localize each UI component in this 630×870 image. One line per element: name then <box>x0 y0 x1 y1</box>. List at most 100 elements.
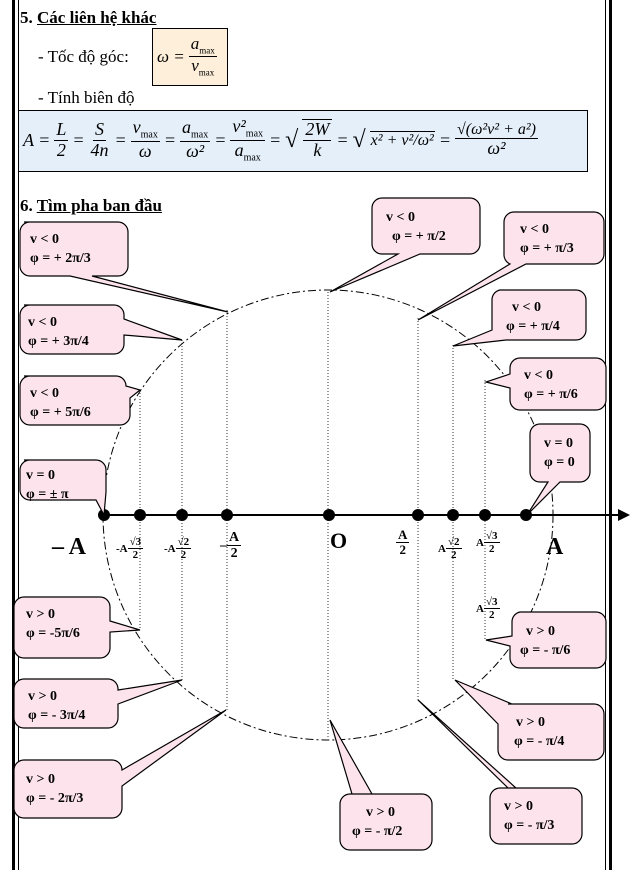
tick-neg-sqrt3-pre: -A <box>116 542 128 555</box>
tick-pos-sqrt2-pre: A <box>438 542 446 555</box>
section6-number: 6. <box>20 196 33 215</box>
amp-f6-num: 2W <box>303 119 332 142</box>
amp-f2-num: S <box>93 118 106 141</box>
tick-pos-sqrt3-lower-pre: A <box>476 602 484 615</box>
point-pos-half <box>412 509 424 521</box>
callout-15-v: v > 0 <box>516 715 545 730</box>
omega-formula: ω = amax vmax <box>157 34 217 79</box>
tick-pos-sqrt2-num: √2 <box>445 536 462 550</box>
axis-label-neg-a: – A <box>52 534 87 560</box>
tick-neg-sqrt3-num: √3 <box>127 536 144 550</box>
tick-neg-half-pre: – <box>220 537 227 553</box>
tick-neg-sqrt2-num: √2 <box>175 536 192 550</box>
callout-15-phi: φ = - π/4 <box>514 734 565 749</box>
callout-6: v < 0 φ = + π/3 <box>520 220 574 258</box>
amp-f5-num: v² <box>232 116 246 136</box>
amp-eq2: = <box>114 129 127 150</box>
callout-bubble-4 <box>19 459 107 518</box>
point-pos-sqrt2 <box>447 509 459 521</box>
callout-9-phi: φ = 0 <box>544 455 575 470</box>
amp-f3-num: v <box>132 117 141 138</box>
callout-bubble-5 <box>329 197 481 293</box>
callout-16-phi: φ = - π/3 <box>504 818 555 833</box>
callout-12-phi: φ = - 2π/3 <box>26 791 84 806</box>
callout-bubble-7 <box>452 289 587 347</box>
omega-num-sub: max <box>199 45 215 56</box>
amp-f1-num: L <box>54 118 69 141</box>
callout-bubble-2 <box>19 304 183 355</box>
amp-eq5: = <box>269 129 282 150</box>
omega-lhs: ω = <box>157 46 185 66</box>
omega-den-sub: max <box>198 67 215 78</box>
amp-f5-den-sub: max <box>243 152 261 164</box>
point-neg-sqrt3 <box>134 509 146 521</box>
axis-points <box>98 509 532 521</box>
omega-num: a <box>190 34 200 53</box>
callout-2: v < 0 φ = + 3π/4 <box>28 313 89 351</box>
callout-14-phi: φ = - π/6 <box>520 643 571 658</box>
tick-neg-half-num: A <box>227 530 242 547</box>
amp-f2-den: 4n <box>90 139 109 160</box>
callout-7-phi: φ = + π/4 <box>506 319 560 334</box>
angular-speed-label: - Tốc độ góc: <box>38 47 129 66</box>
callout-14: v > 0 φ = - π/6 <box>520 622 570 660</box>
callout-bubble-1 <box>19 221 229 313</box>
amp-f7: x² + v²/ω² <box>369 130 435 149</box>
callout-bubble-13 <box>329 719 433 851</box>
callout-bubble-9 <box>526 423 591 516</box>
point-neg-sqrt2 <box>176 509 188 521</box>
callout-bubble-3 <box>19 375 142 426</box>
callout-3-phi: φ = + 5π/6 <box>30 405 91 420</box>
omega-den: v <box>191 56 199 76</box>
omega-formula-box: ω = amax vmax <box>152 28 228 86</box>
section6-title: Tìm pha ban đầu <box>36 196 162 215</box>
amp-f5-den: a <box>234 139 244 160</box>
amp-eq1: = <box>72 129 85 150</box>
section5-heading: 5. Các liên hệ khác <box>20 8 156 28</box>
section6-heading: 6. Tìm pha ban đầu <box>20 196 162 216</box>
section5-number: 5. <box>20 8 33 27</box>
tick-pos-sqrt3-lower-den: 2 <box>488 609 495 622</box>
callout-bubble-15 <box>454 679 605 761</box>
axis-label-origin: O <box>330 528 348 553</box>
callout-bubble-14 <box>485 611 607 669</box>
callout-15: v > 0 φ = - π/4 <box>514 713 564 751</box>
tick-neg-sqrt2-pre: -A <box>164 542 176 555</box>
amp-f5-num-sub: max <box>245 128 264 140</box>
amp-eq4: = <box>214 129 227 150</box>
tick-pos-sqrt2-den: 2 <box>450 549 457 562</box>
callout-bubble-12 <box>13 709 227 819</box>
callout-2-v: v < 0 <box>28 315 57 330</box>
amp-eq3: = <box>163 129 177 150</box>
amp-f8-num: √(ω²v² + a²) <box>454 120 538 140</box>
callout-11-v: v > 0 <box>28 689 57 704</box>
amp-f8-den: ω² <box>487 138 506 159</box>
callout-bubble-11 <box>13 678 183 729</box>
amp-eq7: = <box>438 129 451 150</box>
tick-pos-sqrt3-lower-num: √3 <box>483 596 500 610</box>
callout-2-phi: φ = + 3π/4 <box>28 334 89 349</box>
tick-neg-sqrt2-den: 2 <box>180 549 187 562</box>
callout-5-v: v < 0 <box>386 210 415 225</box>
callout-bubble-16 <box>417 699 583 845</box>
page-border <box>12 0 612 870</box>
callout-6-v: v < 0 <box>520 222 549 237</box>
callout-14-v: v > 0 <box>526 624 555 639</box>
callout-6-phi: φ = + π/3 <box>520 241 574 256</box>
